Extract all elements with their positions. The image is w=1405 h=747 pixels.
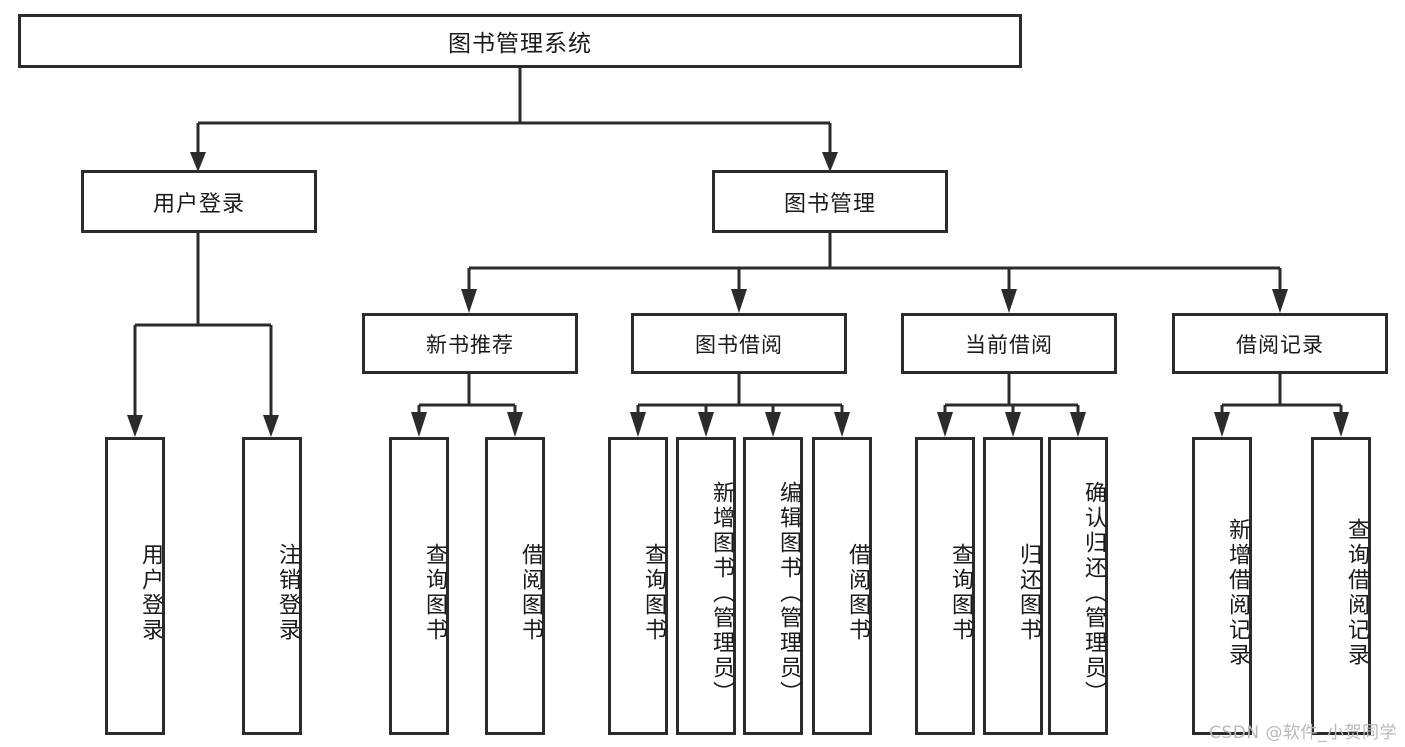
leaf-new-book-borrow-books[interactable]: 借阅图书 <box>485 437 545 735</box>
leaf-current-borrow-confirm-return-admin[interactable]: 确认归还（管理员） <box>1048 437 1108 735</box>
arrowhead-current-borrow <box>1001 289 1017 313</box>
leaf-current-borrow-return-books[interactable]: 归还图书 <box>983 437 1043 735</box>
leaf-book-borrow-borrow-books[interactable]: 借阅图书 <box>812 437 872 735</box>
leaf-user-login-logout[interactable]: 注销登录 <box>242 437 302 735</box>
node-book-management[interactable]: 图书管理 <box>712 170 948 233</box>
arrowhead-user-login-leaf-2 <box>263 415 279 437</box>
node-user-login[interactable]: 用户登录 <box>81 170 317 233</box>
leaf-user-login-login[interactable]: 用户登录 <box>105 437 165 735</box>
node-borrowing-record[interactable]: 借阅记录 <box>1172 313 1388 374</box>
leaf-borrow-record-add-record[interactable]: 新增借阅记录 <box>1192 437 1252 735</box>
arrowhead-new-book-leaf-2 <box>507 412 523 437</box>
arrowhead-user-login <box>190 152 206 172</box>
leaf-new-book-query-books[interactable]: 查询图书 <box>389 437 449 735</box>
arrowhead-new-book <box>461 289 477 313</box>
node-root-book-management-system[interactable]: 图书管理系统 <box>18 14 1022 68</box>
arrowhead-new-book-leaf-1 <box>411 412 427 437</box>
arrowhead-borrow-record-leaf-2 <box>1333 412 1349 437</box>
leaf-book-borrow-query-books[interactable]: 查询图书 <box>608 437 668 735</box>
arrowhead-current-borrow-leaf-2 <box>1005 412 1021 437</box>
arrowhead-user-login-leaf-1 <box>127 415 143 437</box>
arrowhead-current-borrow-leaf-1 <box>937 412 953 437</box>
arrowhead-book-borrow-leaf-3 <box>765 412 781 437</box>
arrowhead-book-borrow <box>731 289 747 313</box>
leaf-current-borrow-query-books[interactable]: 查询图书 <box>915 437 975 735</box>
leaf-book-borrow-edit-book-admin[interactable]: 编辑图书（管理员） <box>743 437 803 735</box>
arrowhead-book-borrow-leaf-1 <box>630 412 646 437</box>
arrowhead-borrow-record-leaf-1 <box>1214 412 1230 437</box>
csdn-watermark: CSDN @软件_小贺同学 <box>1209 723 1397 743</box>
arrowhead-current-borrow-leaf-3 <box>1070 412 1086 437</box>
leaf-book-borrow-add-book-admin[interactable]: 新增图书（管理员） <box>676 437 736 735</box>
node-current-borrowing[interactable]: 当前借阅 <box>901 313 1117 374</box>
node-book-borrowing[interactable]: 图书借阅 <box>631 313 847 374</box>
arrowhead-book-manage <box>822 152 838 172</box>
arrowhead-borrow-record <box>1272 289 1288 313</box>
leaf-borrow-record-query-record[interactable]: 查询借阅记录 <box>1311 437 1371 735</box>
arrowhead-book-borrow-leaf-2 <box>698 412 714 437</box>
node-new-book-recommendation[interactable]: 新书推荐 <box>362 313 578 374</box>
arrowhead-book-borrow-leaf-4 <box>834 412 850 437</box>
